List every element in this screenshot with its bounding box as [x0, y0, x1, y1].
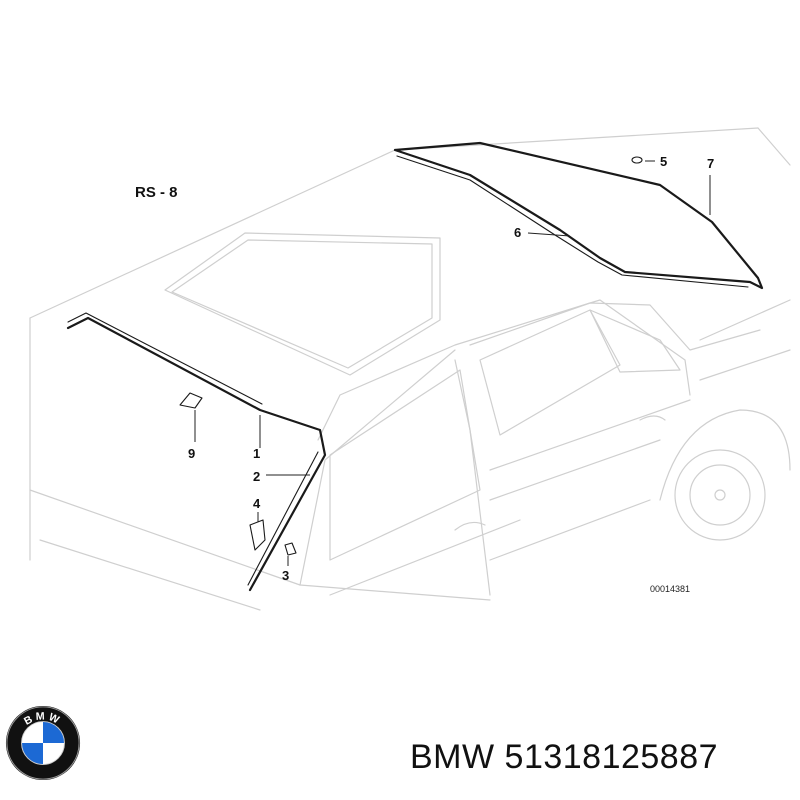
part-9-clip: [179, 392, 203, 409]
part-4-bracket: [249, 519, 266, 551]
reference-number: 00014381: [650, 584, 690, 594]
rear-window-moulding: [393, 141, 764, 290]
car-outline: [29, 127, 791, 611]
svg-text:BMW: BMW: [22, 710, 64, 727]
bmw-logo-icon: BMW: [5, 705, 81, 781]
callout-5: 5: [660, 154, 667, 169]
callout-1: 1: [253, 446, 260, 461]
leader-lines: [194, 160, 711, 566]
callout-3: 3: [282, 568, 289, 583]
part-3-clip: [284, 542, 297, 556]
callout-9: 9: [188, 446, 195, 461]
callout-7: 7: [707, 156, 714, 171]
part-number-label: BMW 51318125887: [410, 738, 719, 776]
callout-4: 4: [253, 496, 261, 511]
section-label: RS - 8: [135, 184, 178, 201]
part-5-clip: [631, 156, 643, 164]
windshield-moulding: [66, 312, 327, 592]
logo-text: BMW: [22, 710, 61, 727]
callout-6: 6: [514, 225, 521, 240]
callout-2: 2: [253, 469, 260, 484]
